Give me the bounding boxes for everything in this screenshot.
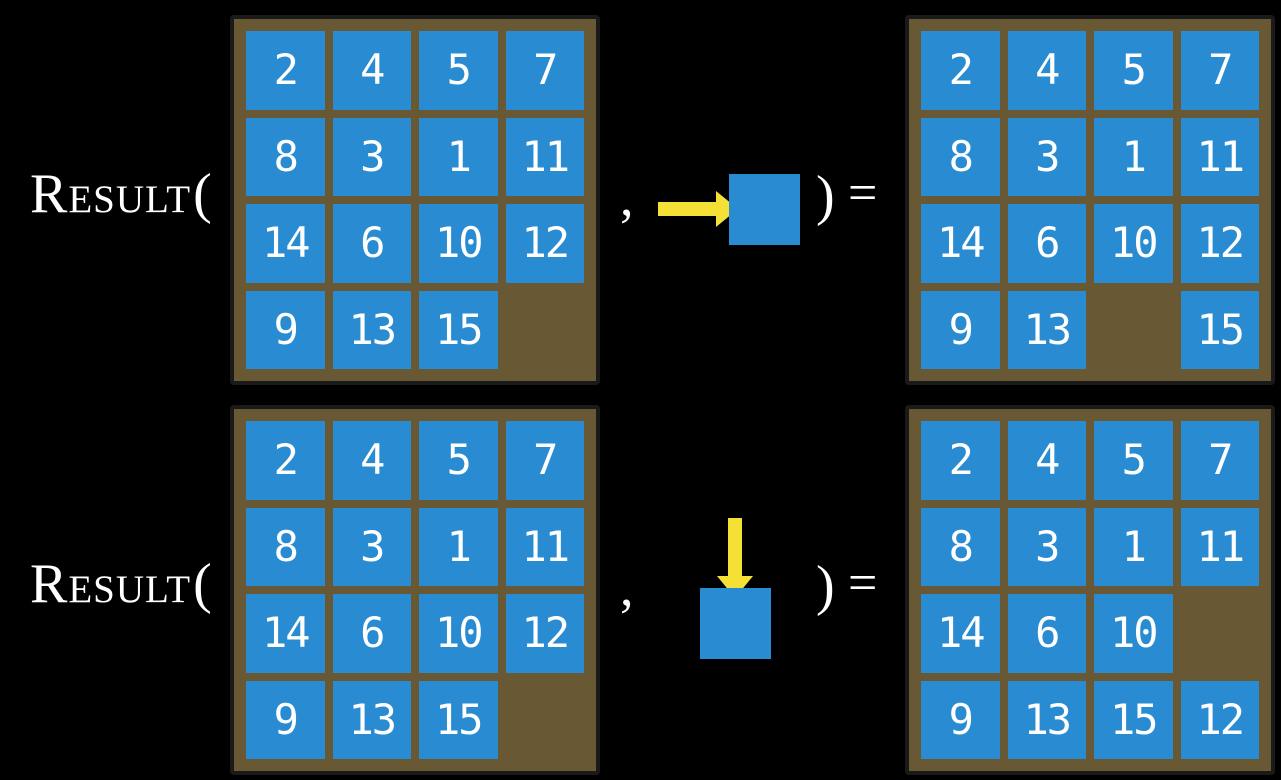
puzzle-tile: 13	[1007, 290, 1086, 369]
puzzle-tile: 10	[419, 594, 498, 673]
empty-cell	[506, 681, 585, 760]
puzzle-tile: 12	[505, 204, 584, 283]
puzzle-tile: 3	[1007, 507, 1086, 586]
action-tile	[700, 588, 771, 659]
puzzle-tile: 7	[505, 421, 584, 500]
puzzle-tile: 11	[505, 507, 584, 586]
puzzle-tile: 2	[921, 421, 1000, 500]
puzzle-tile: 11	[1180, 117, 1259, 196]
action-tile	[729, 174, 800, 245]
close-paren: )	[816, 165, 835, 227]
puzzle-tile: 12	[1180, 204, 1259, 283]
puzzle-tile: 9	[921, 680, 1000, 759]
equals-sign: =	[848, 165, 878, 222]
comma-separator: ,	[620, 167, 634, 227]
equals-sign: =	[848, 555, 878, 612]
empty-cell	[506, 291, 585, 370]
puzzle-tile: 4	[332, 31, 411, 110]
puzzle-tile: 6	[1007, 594, 1086, 673]
puzzle-tile: 8	[246, 507, 325, 586]
puzzle-tile: 10	[1094, 204, 1173, 283]
puzzle-tile: 1	[419, 117, 498, 196]
comma-separator: ,	[620, 557, 634, 617]
empty-cell	[1094, 291, 1173, 370]
puzzle-tile: 7	[1180, 421, 1259, 500]
puzzle-tile: 14	[921, 594, 1000, 673]
puzzle-tile: 5	[1094, 31, 1173, 110]
puzzle-tile: 9	[246, 680, 325, 759]
puzzle-tile: 15	[419, 680, 498, 759]
puzzle-tile: 6	[332, 204, 411, 283]
puzzle-tile: 11	[505, 117, 584, 196]
puzzle-tile: 14	[246, 594, 325, 673]
puzzle-tile: 5	[1094, 421, 1173, 500]
puzzle-tile: 10	[1094, 594, 1173, 673]
puzzle-tile: 9	[921, 290, 1000, 369]
puzzle-tile: 8	[246, 117, 325, 196]
close-paren: )	[816, 555, 835, 617]
puzzle-tile: 7	[505, 31, 584, 110]
puzzle-tile: 12	[1180, 680, 1259, 759]
puzzle-tile: 1	[419, 507, 498, 586]
puzzle-tile: 14	[246, 204, 325, 283]
puzzle-tile: 1	[1094, 117, 1173, 196]
function-name: Result	[30, 163, 192, 225]
open-paren: (	[193, 553, 212, 615]
puzzle-tile: 4	[1007, 31, 1086, 110]
puzzle-tile: 5	[419, 31, 498, 110]
puzzle-tile: 13	[1007, 680, 1086, 759]
function-name: Result	[30, 553, 192, 615]
puzzle-tile: 1	[1094, 507, 1173, 586]
puzzle-tile: 8	[921, 117, 1000, 196]
puzzle-tile: 11	[1180, 507, 1259, 586]
puzzle-tile: 3	[332, 507, 411, 586]
puzzle-tile: 13	[332, 290, 411, 369]
puzzle-tile: 2	[921, 31, 1000, 110]
puzzle-tile: 15	[419, 290, 498, 369]
empty-cell	[1181, 594, 1260, 673]
puzzle-tile: 15	[1094, 680, 1173, 759]
puzzle-tile: 10	[419, 204, 498, 283]
puzzle-tile: 7	[1180, 31, 1259, 110]
puzzle-tile: 6	[332, 594, 411, 673]
puzzle-tile: 14	[921, 204, 1000, 283]
puzzle-tile: 3	[1007, 117, 1086, 196]
puzzle-tile: 13	[332, 680, 411, 759]
puzzle-tile: 4	[1007, 421, 1086, 500]
puzzle-tile: 15	[1180, 290, 1259, 369]
open-paren: (	[193, 163, 212, 225]
puzzle-tile: 2	[246, 421, 325, 500]
move-down-arrow-icon	[717, 518, 753, 598]
result-function-label: Result(	[30, 556, 212, 612]
puzzle-tile: 9	[246, 290, 325, 369]
puzzle-tile: 5	[419, 421, 498, 500]
puzzle-tile: 2	[246, 31, 325, 110]
puzzle-tile: 3	[332, 117, 411, 196]
result-function-label: Result(	[30, 166, 212, 222]
puzzle-tile: 8	[921, 507, 1000, 586]
puzzle-tile: 12	[505, 594, 584, 673]
puzzle-tile: 6	[1007, 204, 1086, 283]
move-right-arrow-icon	[658, 191, 738, 227]
puzzle-tile: 4	[332, 421, 411, 500]
